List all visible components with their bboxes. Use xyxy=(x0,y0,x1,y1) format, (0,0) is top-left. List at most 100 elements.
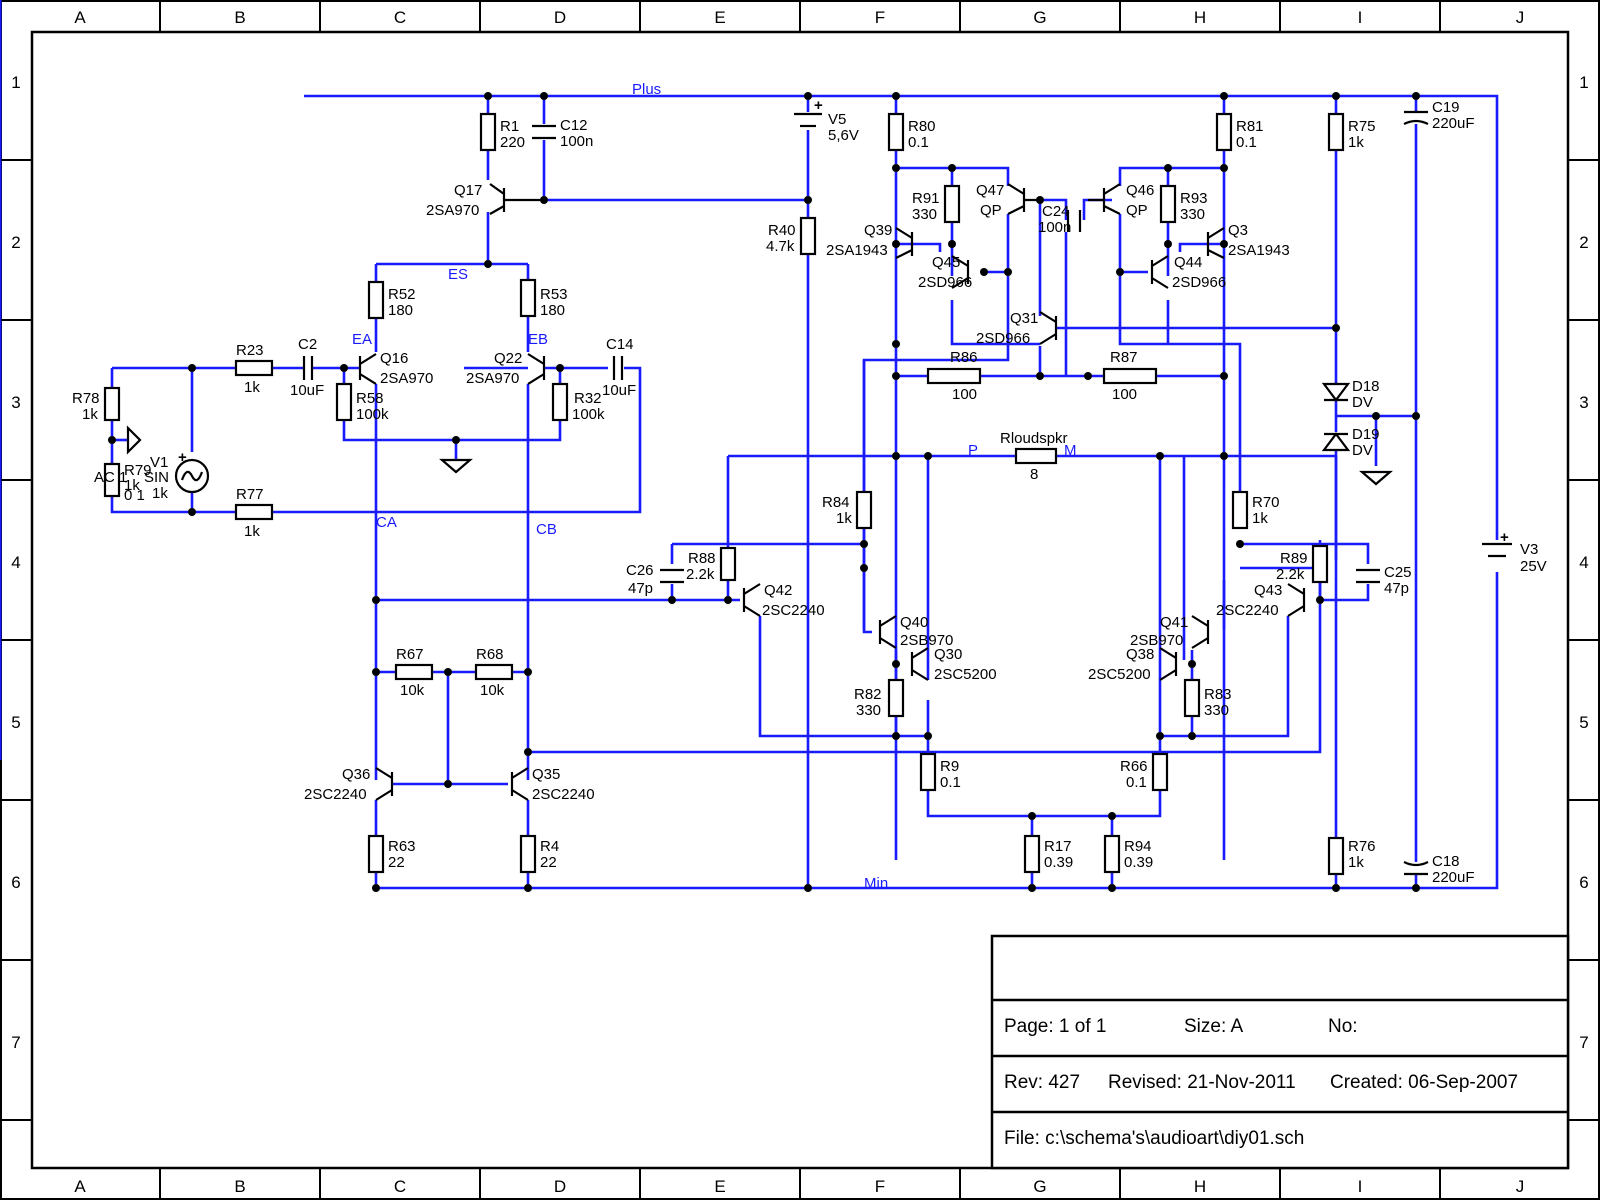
c25-value: 47p xyxy=(1384,580,1409,597)
q3-value: 2SA1943 xyxy=(1228,242,1290,259)
r78-ref: R78 xyxy=(72,390,100,407)
r86-value: 100 xyxy=(952,386,977,403)
grid-col-b: B xyxy=(234,8,245,27)
grid-row-1: 1 xyxy=(11,73,20,92)
q40-value: 2SB970 xyxy=(900,632,953,649)
q46-ref: Q46 xyxy=(1126,182,1154,199)
c19-ref: C19 xyxy=(1432,99,1460,116)
r68-ref: R68 xyxy=(476,646,504,663)
title-block-created: Created: 06-Sep-2007 xyxy=(1330,1072,1518,1093)
r83-ref: R83 xyxy=(1204,686,1232,703)
q31-ref: Q31 xyxy=(1010,310,1038,327)
q41-value: 2SB970 xyxy=(1130,632,1183,649)
r84-ref: R84 xyxy=(822,494,850,511)
r52-value: 180 xyxy=(388,302,413,319)
grid-col-c-bottom: C xyxy=(394,1177,406,1196)
r23-ref: R23 xyxy=(236,342,264,359)
c24-ref: C24 xyxy=(1042,203,1070,220)
title-block-number: No: xyxy=(1328,1016,1358,1037)
r67-value: 10k xyxy=(400,682,425,699)
q38-value: 2SC5200 xyxy=(1088,666,1151,683)
r78-value: 1k xyxy=(82,406,98,423)
q45-ref: Q45 xyxy=(932,254,960,271)
r80-value: 0.1 xyxy=(908,134,929,151)
net-label-ca: CA xyxy=(376,514,397,531)
net-label-ea: EA xyxy=(352,331,372,348)
r32-value: 100k xyxy=(572,406,605,423)
r82-value: 330 xyxy=(856,702,881,719)
title-block-size: Size: A xyxy=(1184,1016,1243,1037)
q44-ref: Q44 xyxy=(1174,254,1202,271)
c18-ref: C18 xyxy=(1432,853,1460,870)
grid-col-i-bottom: I xyxy=(1358,1177,1363,1196)
v1-value: SIN xyxy=(144,469,169,486)
d19-ref: D19 xyxy=(1352,426,1380,443)
grid-col-a-bottom: A xyxy=(74,1177,86,1196)
v5-value: 5,6V xyxy=(828,127,859,144)
grid-col-i: I xyxy=(1358,8,1363,27)
battery-symbols: + + xyxy=(794,97,1512,558)
v3-ref: V3 xyxy=(1520,541,1538,558)
q3-ref: Q3 xyxy=(1228,222,1248,239)
grid-row-labels-right: 1 2 3 4 5 6 7 xyxy=(1579,73,1588,1052)
r77-value: 1k xyxy=(244,523,260,540)
grid-col-f: F xyxy=(875,8,885,27)
c26-value: 47p xyxy=(628,580,653,597)
c2-ref: C2 xyxy=(298,336,317,353)
r66-value: 0.1 xyxy=(1126,774,1147,791)
grid-col-f-bottom: F xyxy=(875,1177,885,1196)
v1-frequency: 1k xyxy=(152,485,168,502)
c19-value: 220uF xyxy=(1432,115,1475,132)
r86-ref: R86 xyxy=(950,349,978,366)
c18-value: 220uF xyxy=(1432,869,1475,886)
grid-row-5-right: 5 xyxy=(1579,713,1588,732)
c12-value: 100n xyxy=(560,133,593,150)
q46-value: QP xyxy=(1126,202,1148,219)
grid-row-7-right: 7 xyxy=(1579,1033,1588,1052)
title-block-revision: Rev: 427 xyxy=(1004,1072,1080,1093)
r52-ref: R52 xyxy=(388,286,416,303)
c25-ref: C25 xyxy=(1384,564,1412,581)
r1-value: 220 xyxy=(500,134,525,151)
v1-ac: AC 1 xyxy=(94,469,127,486)
r4-ref: R4 xyxy=(540,838,559,855)
r87-value: 100 xyxy=(1112,386,1137,403)
r83-value: 330 xyxy=(1204,702,1229,719)
ac-source-symbol: + xyxy=(174,449,210,494)
r94-ref: R94 xyxy=(1124,838,1152,855)
grid-row-3-right: 3 xyxy=(1579,393,1588,412)
grid-row-4-right: 4 xyxy=(1579,553,1588,572)
q30-value: 2SC5200 xyxy=(934,666,997,683)
ground-symbols xyxy=(126,425,1393,486)
grid-col-e: E xyxy=(714,8,725,27)
q45-value: 2SD966 xyxy=(918,274,972,291)
r91-ref: R91 xyxy=(912,190,940,207)
grid-row-4: 4 xyxy=(11,553,20,572)
c14-ref: C14 xyxy=(606,336,634,353)
net-label-min: Min xyxy=(864,875,888,892)
r75-ref: R75 xyxy=(1348,118,1376,135)
grid-col-d-bottom: D xyxy=(554,1177,566,1196)
grid-row-6: 6 xyxy=(11,873,20,892)
d18-value: DV xyxy=(1352,394,1373,411)
grid-col-h-bottom: H xyxy=(1194,1177,1206,1196)
title-block-file: File: c:\schema's\audioart\diy01.sch xyxy=(1004,1128,1304,1149)
resistor-symbols xyxy=(103,112,1345,876)
grid-row-5: 5 xyxy=(11,713,20,732)
grid-row-2: 2 xyxy=(11,233,20,252)
c24-value: 100n xyxy=(1038,219,1071,236)
r1-ref: R1 xyxy=(500,118,519,135)
q42-value: 2SC2240 xyxy=(762,602,825,619)
q38-ref: Q38 xyxy=(1126,646,1154,663)
grid-col-b-bottom: B xyxy=(234,1177,245,1196)
r93-ref: R93 xyxy=(1180,190,1208,207)
r23-value: 1k xyxy=(244,379,260,396)
q35-ref: Q35 xyxy=(532,766,560,783)
net-label-p: P xyxy=(968,442,978,459)
r70-value: 1k xyxy=(1252,510,1268,527)
q31-value: 2SD966 xyxy=(976,330,1030,347)
q42-ref: Q42 xyxy=(764,582,792,599)
r17-ref: R17 xyxy=(1044,838,1072,855)
title-block: Page: 1 of 1 Size: A No: Rev: 427 Revise… xyxy=(990,934,1570,1170)
junction-dots xyxy=(108,92,1420,892)
